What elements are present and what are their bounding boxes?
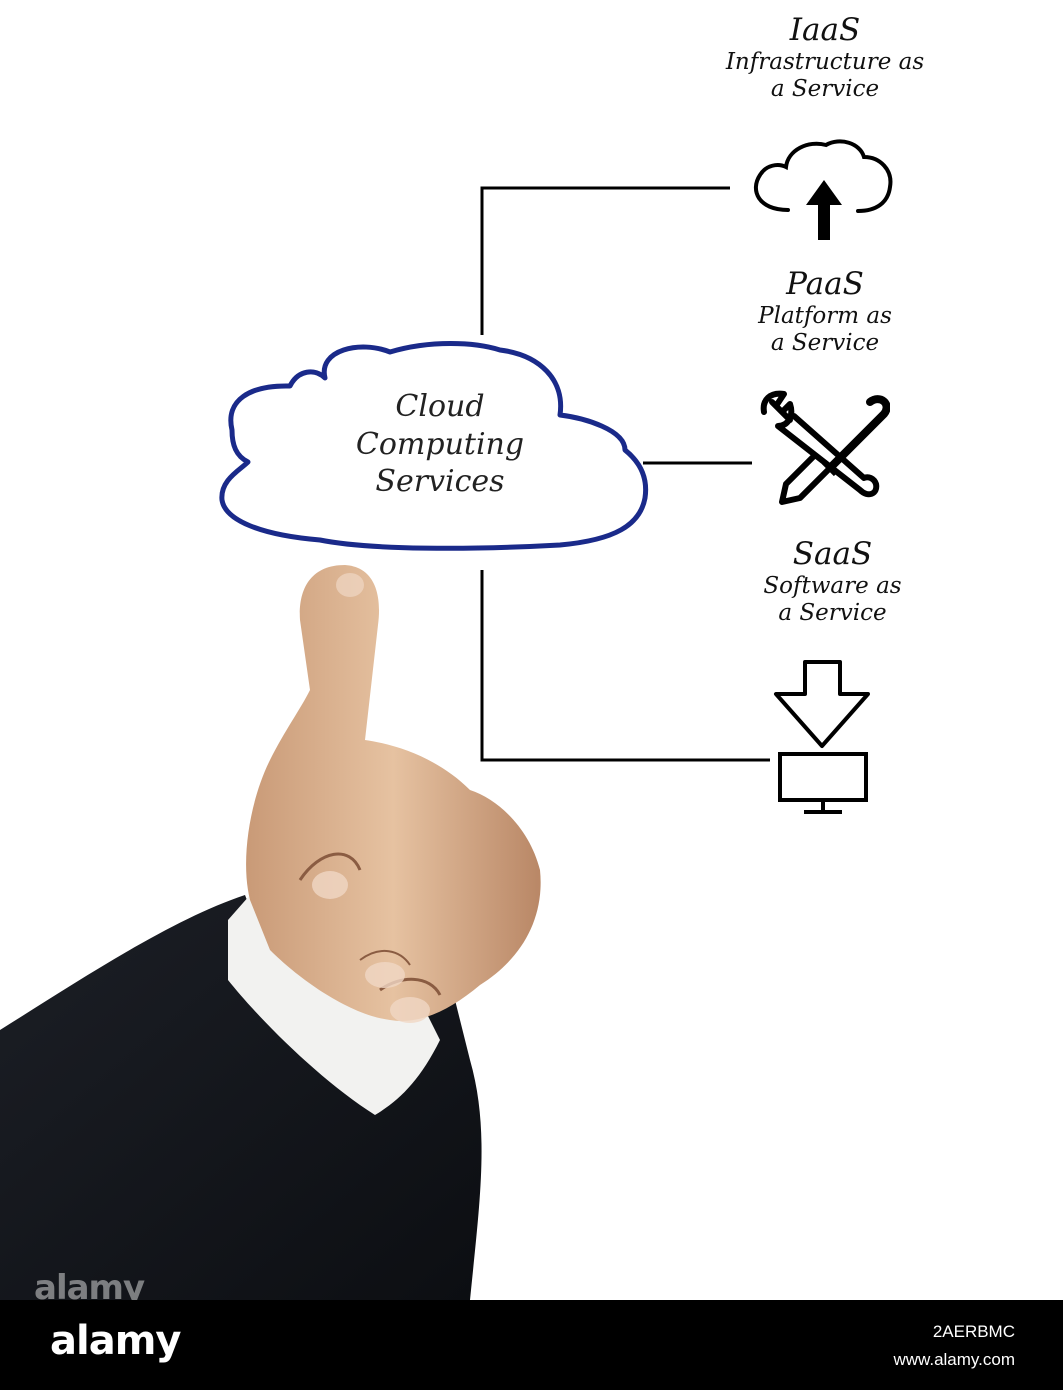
pointing-hand-image — [0, 565, 541, 1300]
iaas-label: IaaS Infrastructure as a Service — [700, 12, 950, 103]
connector-lines — [480, 186, 770, 762]
paas-abbr: PaaS — [786, 266, 864, 302]
connector-iaas — [480, 186, 730, 335]
download-monitor-icon — [774, 660, 870, 814]
iaas-full-line: a Service — [770, 75, 880, 102]
suit-sleeve — [0, 895, 482, 1300]
cloud-shape — [219, 341, 649, 551]
paas-label: PaaS Platform as a Service — [715, 266, 935, 357]
iaas-abbr: IaaS — [789, 12, 861, 48]
iaas-full-line: Infrastructure as — [725, 48, 925, 75]
hand — [246, 565, 541, 1021]
cloud-label-line: Cloud — [395, 389, 485, 424]
wrench-screwdriver-icon — [760, 390, 890, 505]
saas-full-line: a Service — [778, 599, 887, 626]
saas-full-line: Software as — [763, 572, 902, 599]
watermark-footer: alamy 2AERBMC www.alamy.com — [0, 1300, 1063, 1390]
saas-label: SaaS Software as a Service — [720, 536, 945, 627]
alamy-logo: alamy — [50, 1318, 181, 1364]
cloud-label-line: Services — [375, 464, 505, 499]
cloud-label-line: Computing — [355, 426, 525, 462]
paas-full-line: a Service — [770, 329, 880, 356]
paas-full-line: Platform as — [758, 302, 892, 329]
cloud-upload-icon — [754, 139, 893, 240]
image-id: 2AERBMC — [932, 1322, 1015, 1341]
cloud-center-label: Cloud Computing Services — [300, 388, 580, 501]
site-url: www.alamy.com — [893, 1350, 1015, 1369]
saas-abbr: SaaS — [792, 536, 873, 572]
connector-saas — [480, 570, 770, 762]
